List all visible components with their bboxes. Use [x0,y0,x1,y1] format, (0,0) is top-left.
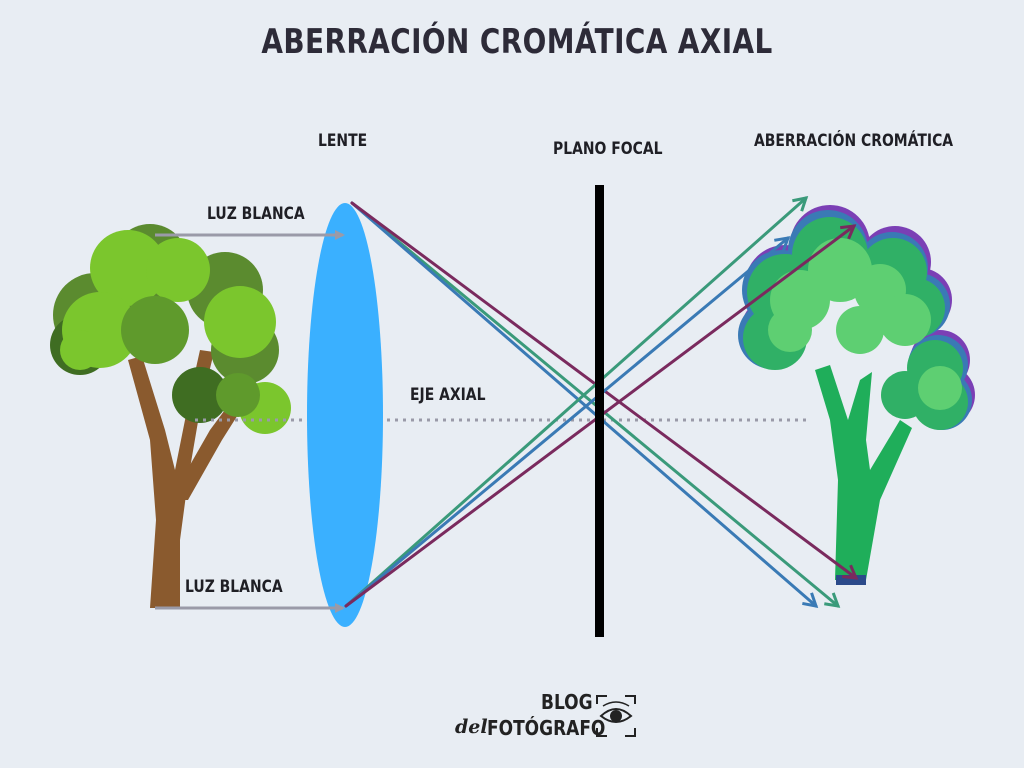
label-luz-blanca-bottom: LUZ BLANCA [185,577,283,597]
logo-del-text: del [455,716,488,738]
lens [307,203,383,627]
ray-blue-up [346,238,788,606]
camera-eye-icon [593,692,639,740]
blog-logo: BLOG del FOTÓGRAFO [455,690,645,746]
label-lente: LENTE [318,131,367,151]
logo-fotografo-text: FOTÓGRAFO [487,716,605,740]
source-tree [50,224,291,608]
label-eje-axial: EJE AXIAL [410,385,485,405]
label-plano-focal: PLANO FOCAL [553,139,663,159]
label-aberracion: ABERRACIÓN CROMÁTICA [754,131,953,151]
logo-blog-text: BLOG [541,690,593,714]
aberrated-tree [738,205,975,585]
label-luz-blanca-top: LUZ BLANCA [207,204,305,224]
focal-plane [595,185,604,637]
